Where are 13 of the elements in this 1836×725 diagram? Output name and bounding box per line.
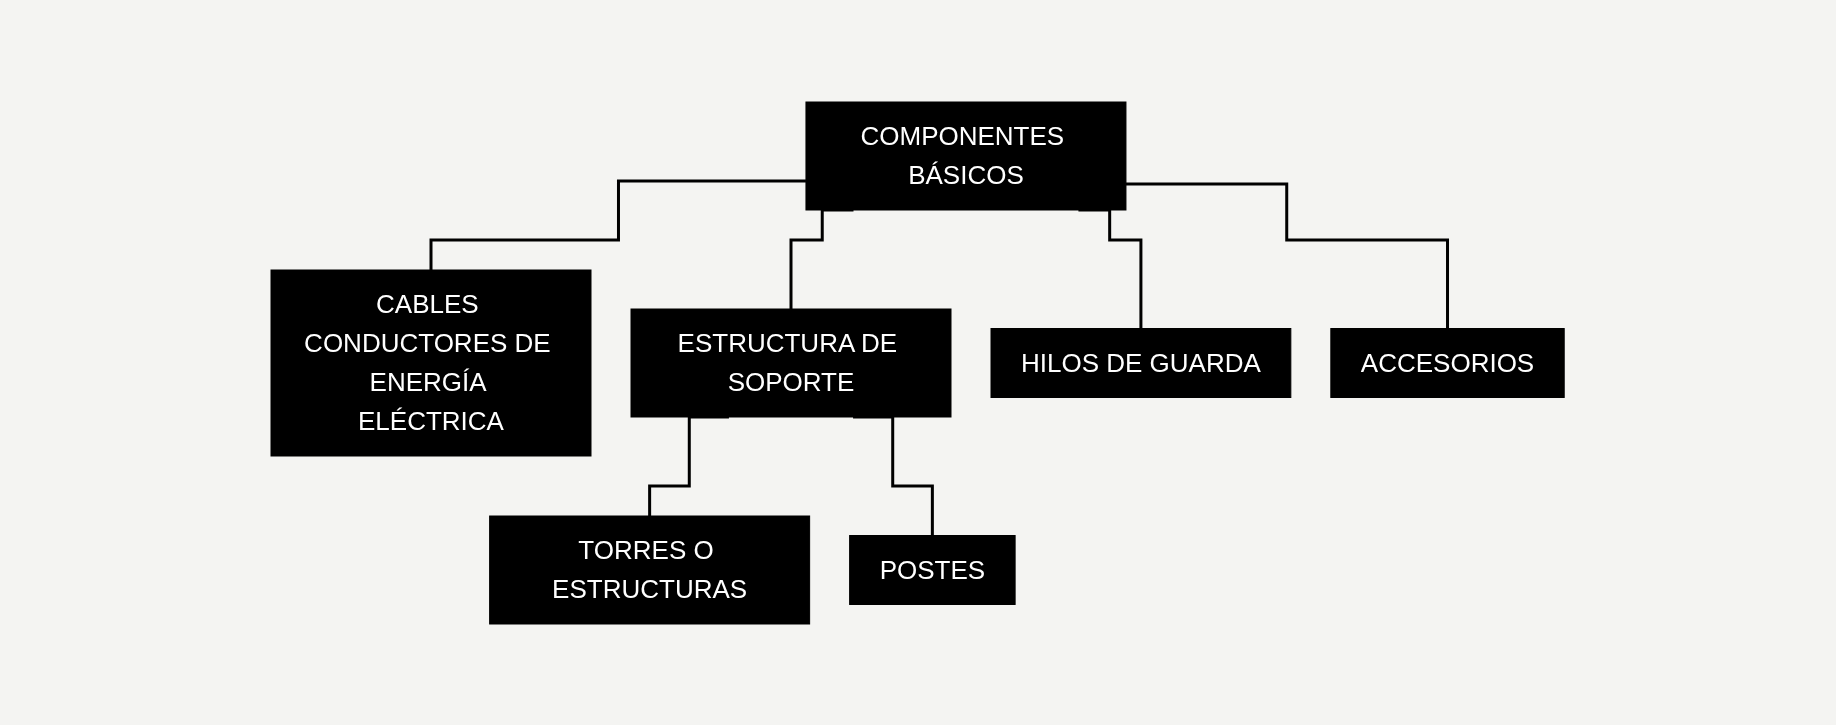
connector (429, 179, 807, 271)
node-box: HILOS DE GUARDA (990, 327, 1292, 398)
connector (1078, 208, 1143, 330)
node-box: TORRES O ESTRUCTURAS (489, 515, 811, 624)
node-box: ACCESORIOS (1330, 327, 1566, 398)
connector (648, 415, 730, 517)
node-box: COMPONENTES BÁSICOS (805, 101, 1127, 210)
node-box: CABLES CONDUCTORES DE ENERGÍA ELÉCTRICA (270, 269, 592, 456)
node-box: ESTRUCTURA DE SOPORTE (630, 308, 952, 417)
node-box: POSTES (849, 534, 1016, 605)
connector (789, 208, 854, 310)
connector (853, 415, 935, 537)
connector (1126, 181, 1450, 330)
